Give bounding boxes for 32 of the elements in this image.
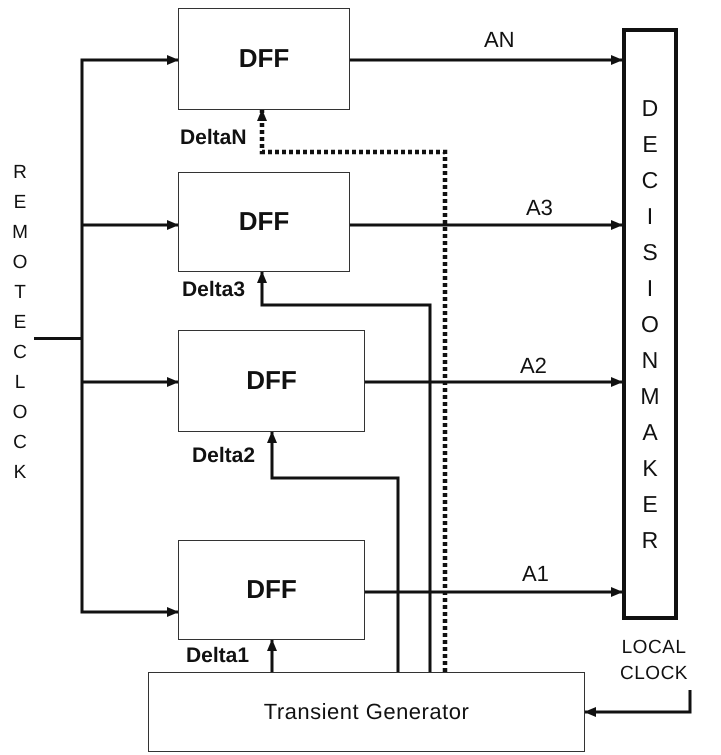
arrow [365, 587, 623, 597]
block-label: Transient Generator [264, 699, 470, 725]
arrow [365, 377, 623, 387]
signal-label: LOCAL CLOCK [619, 636, 689, 686]
arrow [257, 271, 432, 672]
arrow [350, 55, 623, 65]
arrow [267, 639, 277, 672]
flip-flop-block [178, 540, 365, 640]
arrow [34, 337, 179, 617]
flip-flop-block [178, 172, 350, 272]
edge-label: DeltaN [180, 126, 247, 150]
block-label: DFF [238, 44, 290, 74]
flip-flop-block [178, 330, 365, 432]
generator-block [148, 672, 585, 752]
arrow [267, 431, 400, 672]
block-label: DECISION MAKER [640, 94, 660, 555]
flip-flop-block [178, 8, 350, 110]
arrow [584, 690, 692, 717]
dotted-arrow [257, 109, 448, 672]
edge-label: A3 [526, 196, 553, 220]
edge-label: A2 [520, 354, 547, 378]
arrow [350, 220, 623, 230]
edge-label: AN [484, 28, 515, 52]
block-label: DFF [238, 207, 290, 237]
edge-label: Delta3 [182, 278, 246, 302]
edge-label: Delta2 [192, 444, 256, 468]
edge-label: A1 [522, 562, 549, 586]
block-label: DFF [246, 575, 297, 605]
decision-block [622, 28, 678, 620]
edge-label: Delta1 [186, 644, 250, 668]
block-label: DFF [246, 366, 297, 396]
signal-label: REMOTE CLOCK [12, 161, 28, 485]
